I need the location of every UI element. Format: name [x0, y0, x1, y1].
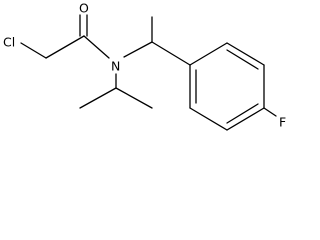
atom-label-f: F: [279, 115, 286, 130]
bond-n-chmethyl: [123, 41, 153, 58]
bond-isopropyl-left: [79, 87, 117, 109]
chemical-structure-diagram: Cl O N F: [3, 1, 286, 131]
bond-carbonyl-n: [83, 35, 110, 59]
atom-label-o: O: [79, 1, 89, 16]
ring-bond-6: [189, 42, 228, 66]
ring-bond-3: [226, 107, 265, 131]
bond-cl-ch2: [20, 42, 47, 59]
bond-ring-f: [263, 107, 277, 117]
ring-double-bond-3: [226, 49, 259, 70]
ring-bond-2: [189, 107, 228, 131]
atom-label-n: N: [111, 59, 120, 74]
atom-label-cl: Cl: [3, 35, 15, 50]
bond-isopropyl-right: [115, 87, 153, 109]
bond-ch-ring: [151, 41, 191, 66]
bond-ch2-carbonyl: [45, 35, 85, 59]
ring-double-bond-2: [226, 103, 259, 124]
ring-bond-5: [226, 42, 265, 66]
